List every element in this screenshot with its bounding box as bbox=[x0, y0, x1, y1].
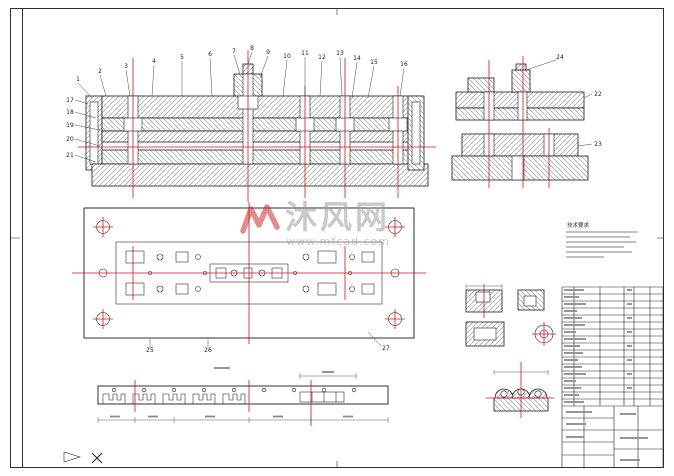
technical-notes: 技术要求 bbox=[566, 221, 638, 258]
part-callout: 1 bbox=[76, 76, 80, 83]
scale-cross-icon bbox=[91, 452, 103, 464]
parts-list-table bbox=[561, 286, 664, 468]
part-callout: 15 bbox=[370, 59, 378, 66]
part-callout: 9 bbox=[266, 49, 270, 56]
part-callout: 12 bbox=[318, 54, 326, 61]
part-callout: 20 bbox=[66, 136, 74, 143]
right-section-view: 22 23 24 bbox=[451, 54, 602, 188]
part-callout: 27 bbox=[382, 345, 390, 352]
scale-symbol bbox=[91, 452, 103, 464]
part-callout: 4 bbox=[152, 58, 156, 65]
part-callout: 13 bbox=[336, 50, 344, 57]
part-callout: 19 bbox=[66, 122, 74, 129]
part-callout: 22 bbox=[594, 91, 602, 98]
part-callout: 16 bbox=[400, 61, 408, 68]
part-callout: 11 bbox=[301, 50, 309, 57]
part-callout: 5 bbox=[180, 54, 184, 61]
part-callout: 2 bbox=[98, 68, 102, 75]
part-callout: 3 bbox=[124, 63, 128, 70]
drawing-frame bbox=[10, 8, 664, 468]
notes-title: 技术要求 bbox=[567, 221, 590, 229]
part-callout: 8 bbox=[250, 45, 254, 52]
part-callout: 6 bbox=[208, 51, 212, 58]
part-callout: 17 bbox=[66, 97, 74, 104]
part-callout: 24 bbox=[556, 54, 564, 61]
part-callout: 23 bbox=[594, 141, 602, 148]
part-callout: 10 bbox=[283, 53, 291, 60]
projection-symbol bbox=[63, 451, 81, 463]
main-section-view: 1 2 3 4 5 6 7 8 9 10 11 12 13 14 15 16 1… bbox=[66, 45, 436, 202]
part-callout: 7 bbox=[232, 48, 236, 55]
part-callout: 18 bbox=[66, 109, 74, 116]
part-callout: 14 bbox=[353, 55, 361, 62]
part-callout: 25 bbox=[146, 347, 154, 354]
strip-layout-view bbox=[97, 367, 389, 426]
detail-views bbox=[465, 284, 556, 418]
part-callout: 21 bbox=[66, 152, 74, 159]
part-callout: 26 bbox=[204, 347, 212, 354]
first-angle-projection-icon bbox=[63, 451, 81, 463]
plan-view: 25 26 27 bbox=[72, 202, 426, 354]
